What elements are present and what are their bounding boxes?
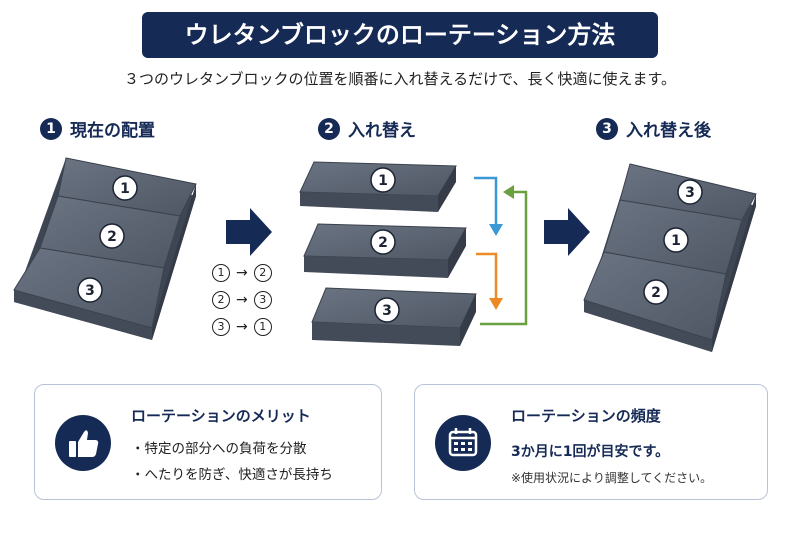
page-title: ウレタンブロックのローテーション方法: [142, 12, 658, 58]
flow-arrow-1: [226, 208, 272, 256]
current-label-2: 2: [107, 229, 117, 245]
after-mattress: 3 1 2: [583, 163, 757, 352]
swap-pair-3-from: 3: [212, 318, 230, 336]
current-mattress: 1 2 3: [13, 157, 197, 340]
step-2-label: 入れ替え: [348, 121, 416, 141]
orange-swap-arrow: [476, 252, 503, 310]
swap-label-3: 3: [382, 303, 392, 319]
thumbs-up-icon: [55, 415, 111, 471]
frequency-title: ローテーションの頻度: [511, 407, 661, 425]
flow-arrow-2: [544, 208, 590, 256]
after-label-2: 1: [671, 233, 681, 249]
merit-card: ローテーションのメリット ・特定の部分への負荷を分散 ・へたりを防ぎ、快適さが長…: [34, 384, 382, 500]
step-3-heading: 3 入れ替え後: [596, 116, 711, 141]
swap-block-3: 3: [311, 287, 477, 346]
swap-pair-2-to: 3: [253, 291, 272, 309]
step-1-heading: 1 現在の配置: [40, 116, 155, 141]
swap-pair-3-to: 1: [253, 318, 272, 336]
step-1-label: 現在の配置: [70, 121, 155, 141]
swap-pair-1-arrow: →: [236, 265, 248, 281]
swap-pair-1-from: 1: [212, 264, 230, 282]
calendar-icon: [435, 415, 491, 471]
rotation-diagram: 1 2 3 1 2 3: [13, 157, 757, 352]
swap-block-1: 1: [299, 161, 457, 212]
swap-pair-1: 1 → 2: [212, 264, 272, 282]
swap-label-1: 1: [378, 173, 388, 189]
step-3-label: 入れ替え後: [626, 121, 711, 141]
current-label-1: 1: [120, 181, 130, 197]
step-2-number: 2: [318, 117, 340, 140]
frequency-card: ローテーションの頻度 3か月に1回が目安です。 ※使用状況により調整してください…: [414, 384, 768, 500]
step-2-heading: 2 入れ替え: [318, 116, 416, 141]
swap-block-2: 2: [303, 223, 467, 278]
after-label-1: 3: [685, 185, 695, 201]
merit-bullet-2: ・へたりを防ぎ、快適さが長持ち: [131, 467, 333, 483]
frequency-value: 3か月に1回が目安です。: [511, 444, 670, 460]
swap-pair-3-arrow: →: [236, 319, 248, 335]
swap-label-2: 2: [378, 235, 388, 251]
green-swap-arrow: [480, 185, 528, 326]
swap-pair-2-from: 2: [212, 291, 230, 309]
blue-swap-arrow: [474, 176, 503, 236]
current-label-3: 3: [85, 283, 95, 299]
frequency-note: ※使用状況により調整してください。: [511, 471, 713, 485]
swap-pair-1-to: 2: [253, 264, 272, 282]
after-label-3: 2: [651, 285, 661, 301]
step-1-number: 1: [40, 117, 62, 140]
merit-title: ローテーションのメリット: [131, 407, 311, 425]
page-subtitle: ３つのウレタンブロックの位置を順番に入れ替えるだけで、長く快適に使えます。: [123, 70, 676, 88]
swap-pair-3: 3 → 1: [212, 318, 272, 336]
swap-pair-2: 2 → 3: [212, 291, 272, 309]
merit-bullet-1: ・特定の部分への負荷を分散: [131, 441, 307, 457]
swap-pair-2-arrow: →: [236, 292, 248, 308]
step-3-number: 3: [596, 117, 618, 140]
